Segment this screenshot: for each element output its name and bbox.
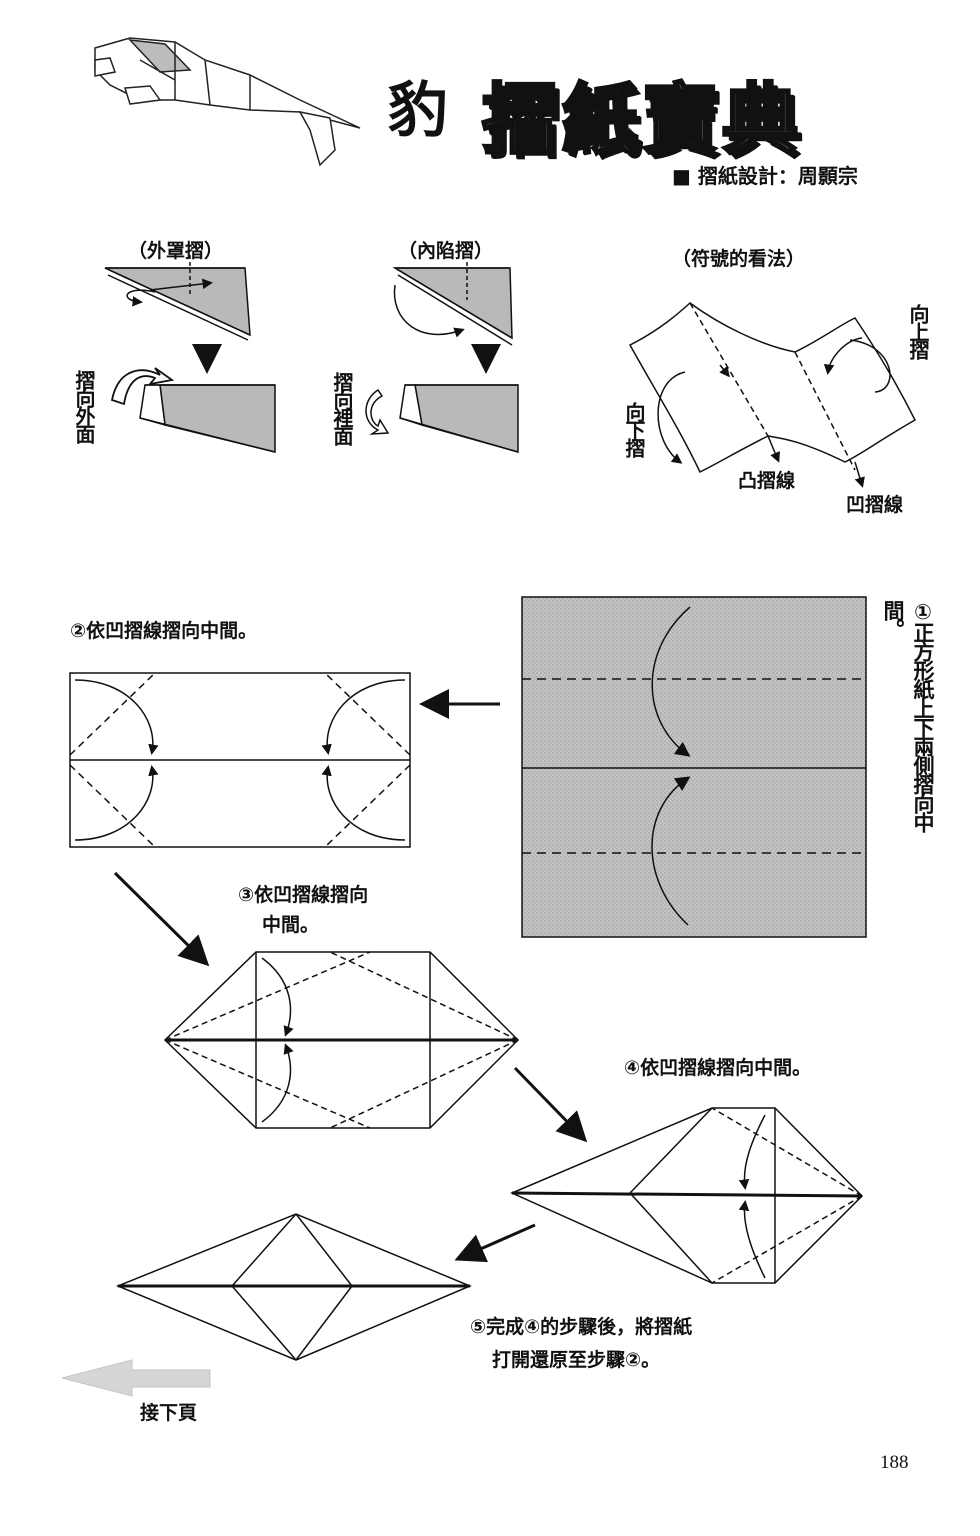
step1-instruction: ①正方形紙上下兩側摺向中間。 <box>881 600 935 831</box>
next-page-label[interactable]: 接下頁 <box>140 1402 198 1424</box>
step4-shape <box>510 1107 864 1284</box>
step2-instruction: ②依凹摺線摺向中間。 <box>70 620 258 642</box>
down-right-arrow-icon <box>513 1066 588 1143</box>
outside-reverse-caption: （外罩摺） <box>128 240 224 262</box>
fold-outward-arrow-icon <box>110 367 175 406</box>
down-left-arrow-icon <box>454 1223 536 1263</box>
leopard-illustration <box>94 37 361 167</box>
outside-reverse-result <box>139 384 276 453</box>
next-page-arrow-icon <box>61 1359 211 1397</box>
valley-line-label: 凹摺線 <box>846 494 904 516</box>
step5-instruction-line2: 打開還原至步驟②。 <box>492 1349 661 1371</box>
step3-hexagon <box>163 951 520 1129</box>
outside-reverse-side-label: 摺向外面 <box>72 370 96 442</box>
symbols-caption: （符號的看法） <box>672 248 806 270</box>
mountain-line-label: 凸摺線 <box>738 470 796 492</box>
fold-up-label: 向上摺 <box>906 304 930 358</box>
fold-inward-arrow-icon <box>365 388 390 435</box>
designer-credit: ■ 摺紙設計：周顥宗 <box>672 164 858 188</box>
page-number: 188 <box>880 1452 909 1473</box>
step1-square-paper <box>521 596 867 938</box>
inside-reverse-top <box>392 262 513 346</box>
step5-diamond <box>116 1213 472 1361</box>
inside-reverse-result <box>399 384 519 453</box>
step3-instruction-line2: 中間。 <box>262 914 320 936</box>
symbol-legend-paper <box>628 302 916 488</box>
down-right-arrow-icon <box>113 871 210 967</box>
inside-reverse-side-label: 摺向裡面 <box>330 372 354 444</box>
inside-reverse-caption: （內陷摺） <box>398 240 494 262</box>
step2-rectangle <box>69 672 411 848</box>
fold-down-label: 向下摺 <box>622 402 646 456</box>
page-title: 摺紙寶典 <box>481 74 802 166</box>
leopard-char: 豹 <box>388 76 448 146</box>
outside-reverse-top <box>104 255 251 341</box>
step4-instruction: ④依凹摺線摺向中間。 <box>624 1057 812 1079</box>
step5-instruction-line1: ⑤完成④的步驟後，將摺紙 <box>470 1316 693 1338</box>
step3-instruction-line1: ③依凹摺線摺向 <box>238 884 369 906</box>
